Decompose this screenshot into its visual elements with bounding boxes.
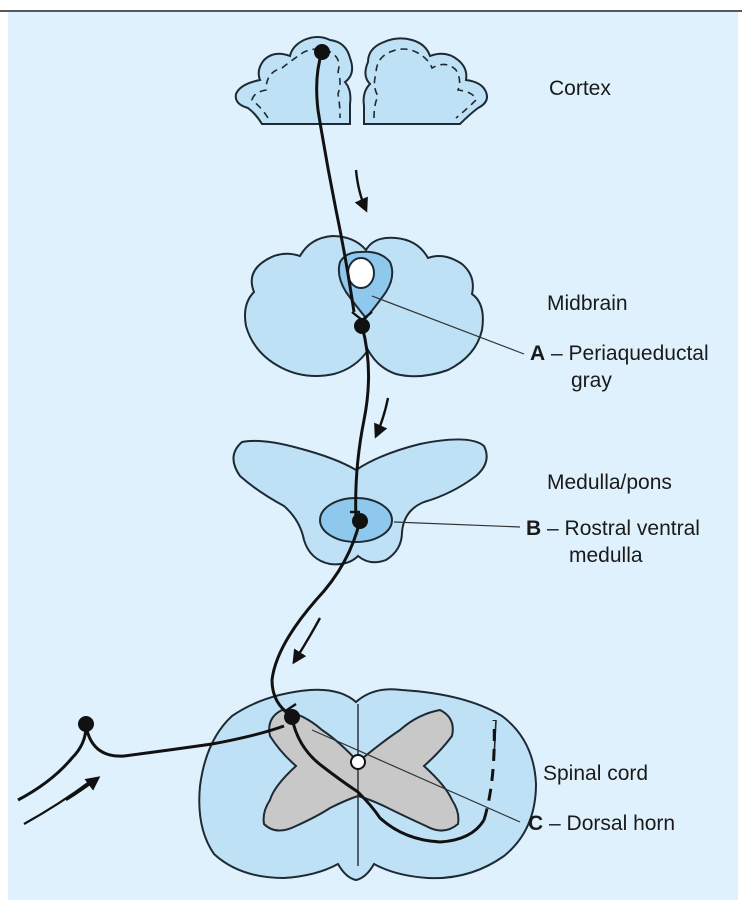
structure-b-name-line2: medulla	[569, 543, 643, 569]
structure-b-separator: –	[547, 517, 559, 540]
label-structure-b: B – Rostral ventral	[526, 516, 700, 542]
dorsal-horn-neuron-soma	[284, 709, 300, 725]
midbrain-section	[245, 236, 483, 376]
structure-a-letter: A	[530, 342, 545, 365]
spinal-cord-section	[199, 689, 536, 880]
structure-b-name-line1: Rostral ventral	[565, 517, 700, 540]
cerebral-aqueduct	[348, 258, 374, 288]
label-structure-c: C – Dorsal horn	[528, 811, 675, 837]
label-midbrain: Midbrain	[547, 291, 628, 317]
rvm-neuron-soma	[352, 513, 368, 529]
label-medulla-pons: Medulla/pons	[547, 470, 672, 496]
label-structure-a: A – Periaqueductal	[530, 341, 709, 367]
structure-c-name-line1: Dorsal horn	[567, 812, 676, 835]
structure-b-letter: B	[526, 517, 541, 540]
afferent-neuron-soma	[78, 716, 94, 732]
structure-c-separator: –	[549, 812, 561, 835]
label-spinal-cord: Spinal cord	[543, 761, 648, 787]
structure-a-separator: –	[551, 342, 563, 365]
pag-neuron-soma	[354, 318, 370, 334]
structure-a-name-line1: Periaqueductal	[569, 342, 709, 365]
label-cortex: Cortex	[549, 76, 611, 102]
structure-a-name-line2: gray	[571, 368, 612, 394]
cortical-neuron-soma	[314, 44, 330, 60]
structure-c-letter: C	[528, 812, 543, 835]
central-canal-neuron-soma	[351, 755, 365, 769]
